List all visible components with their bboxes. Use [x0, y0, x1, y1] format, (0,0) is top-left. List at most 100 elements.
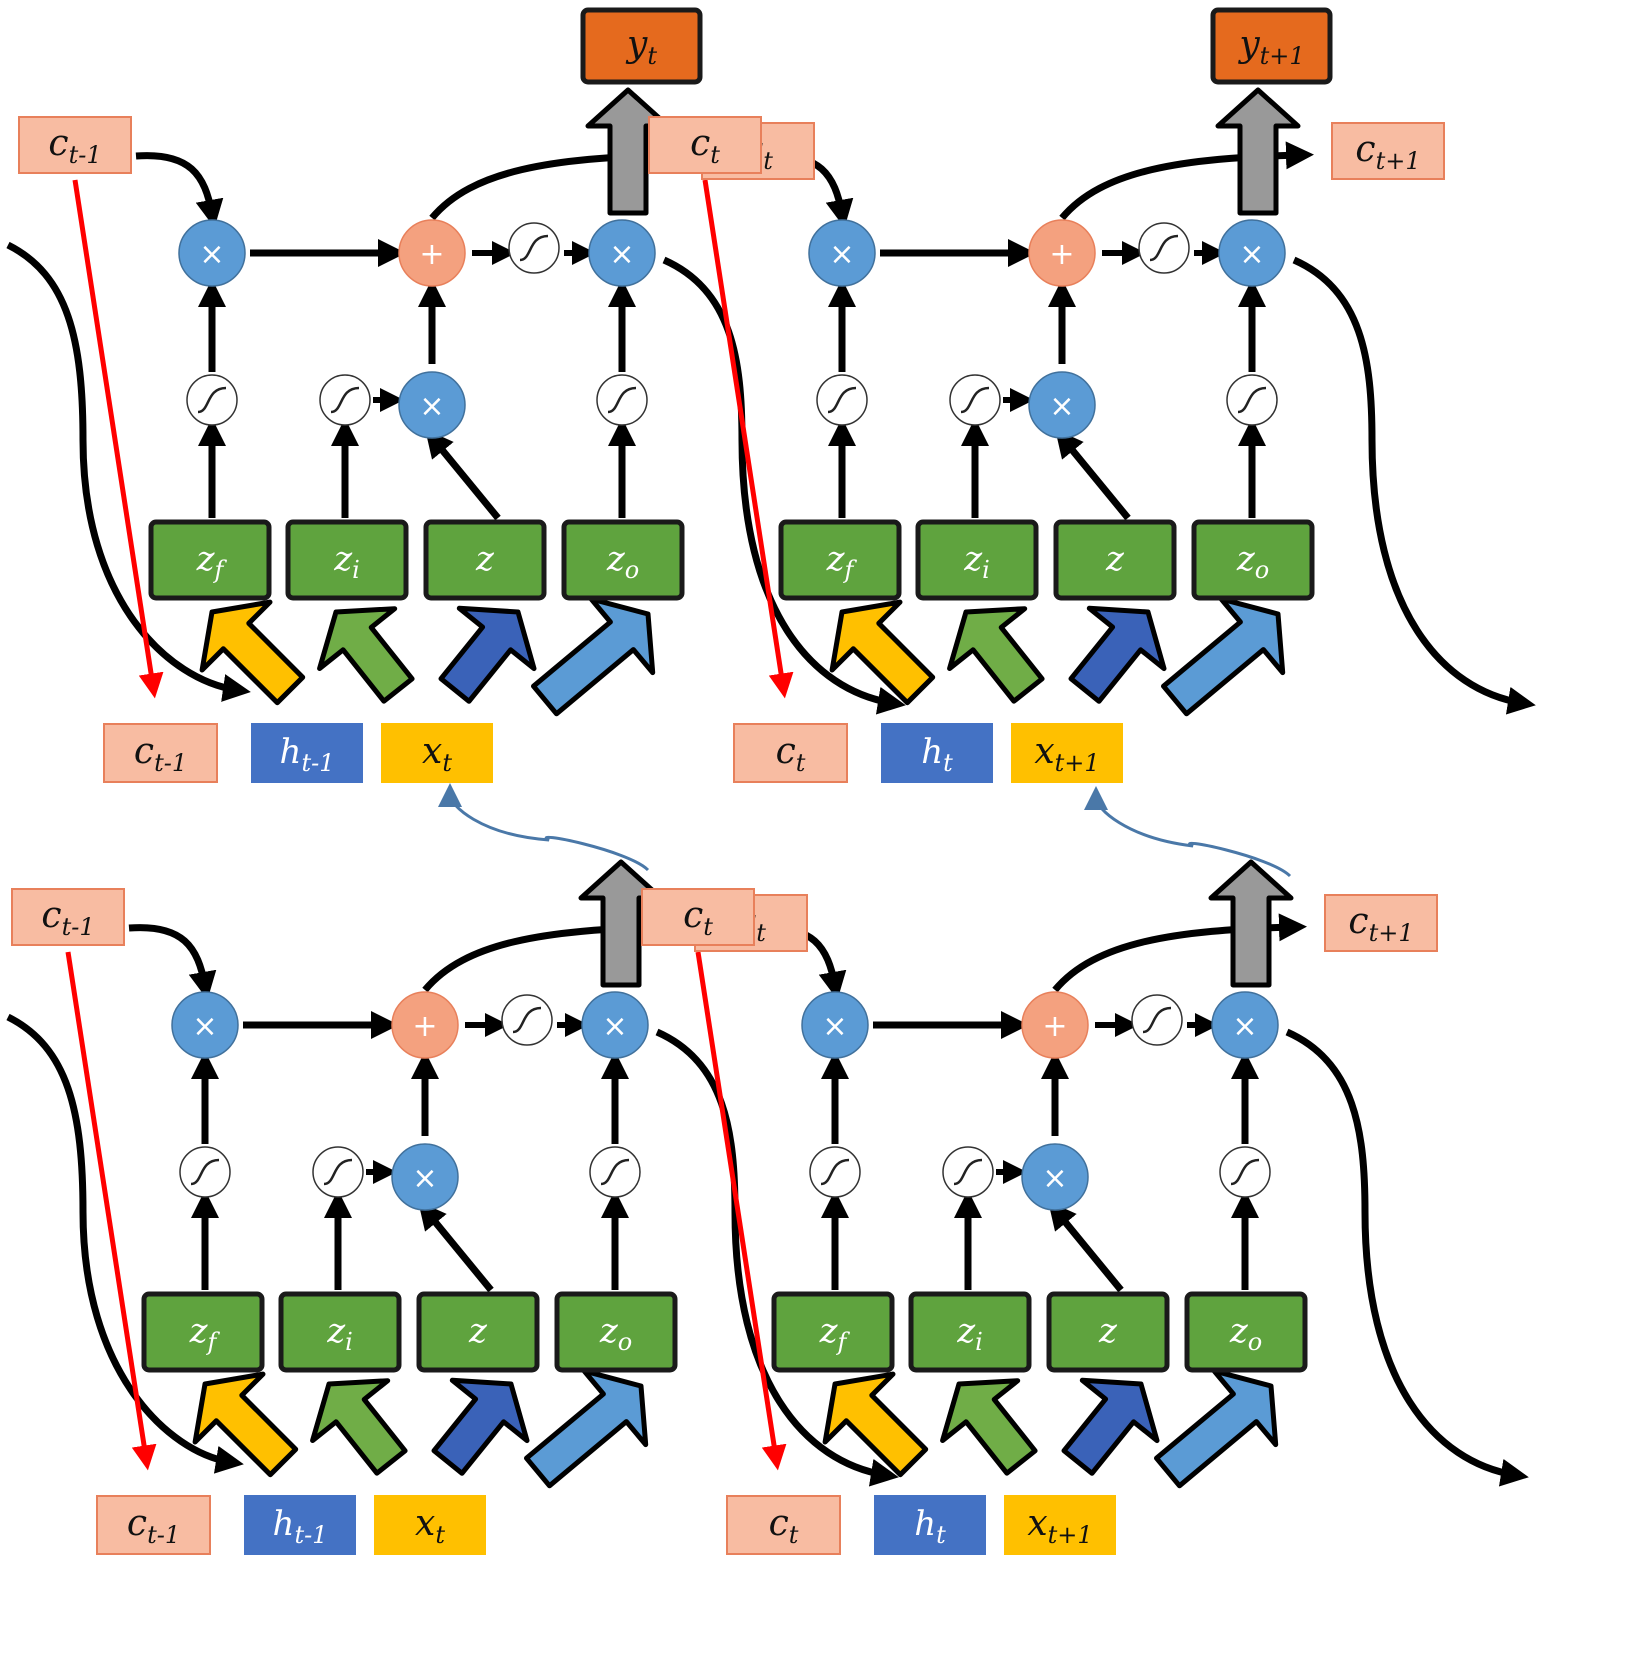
sigmoid-curve: [1230, 1158, 1260, 1186]
sigmoid-curve: [1237, 386, 1267, 414]
sigmoid-icon: [949, 374, 1001, 426]
peephole-arrow: [702, 179, 794, 699]
input-hidden-state-box: ht-1: [251, 723, 363, 783]
sigmoid-curve: [600, 1158, 630, 1186]
label-text: ct+1: [1355, 129, 1420, 175]
input-x-box-rect: [374, 1495, 486, 1555]
op-symbol: ×: [829, 237, 854, 272]
multiply-icon: [1211, 991, 1279, 1059]
gate-box: z: [416, 1291, 540, 1373]
sigmoid-icon: [1226, 374, 1278, 426]
label-text: yt: [625, 24, 657, 70]
gate-box-rect: [771, 1291, 895, 1373]
op-symbol: +: [1049, 237, 1074, 272]
gate-box-rect: [278, 1291, 402, 1373]
op-symbol: ×: [1232, 1009, 1257, 1044]
cell-state-out-box: ct+1: [1324, 894, 1438, 952]
sigmoid-icon: [596, 374, 648, 426]
output-arrow: [1208, 859, 1294, 988]
op-symbol: +: [1042, 1009, 1067, 1044]
cell-state-in-box-rect: [641, 888, 755, 946]
gate-box-rect: [141, 1291, 265, 1373]
input-cell-state-box: ct-1: [96, 1495, 211, 1555]
cell-state-in-box: ct-1: [18, 116, 132, 174]
label-text: ct: [776, 731, 806, 777]
input-cell-state-box: ct: [726, 1495, 841, 1555]
label-text: ct: [690, 123, 720, 169]
input-arrow-candidate: [438, 605, 537, 704]
input-x-box-rect: [1004, 1495, 1116, 1555]
sigmoid-icon: [508, 222, 560, 274]
input-x-box: xt+1: [1004, 1495, 1116, 1555]
output-multiply-node: ×: [1211, 991, 1279, 1059]
hidden-state-out-arrow: [655, 1028, 899, 1487]
multiply-icon: [581, 991, 649, 1059]
gate-box-rect: [908, 1291, 1032, 1373]
gate-box: zo: [554, 1291, 678, 1373]
output-multiply-node: ×: [1218, 219, 1286, 287]
cell-state-in-box: ct-1: [11, 888, 125, 946]
forget-activation-node: [816, 374, 868, 426]
gate-box: zf: [148, 519, 272, 601]
output-y-box: yt+1: [1210, 7, 1333, 85]
cell-activation-node: [501, 994, 553, 1046]
label-text: ct-1: [48, 123, 101, 169]
candidate-to-multiply-arrow: [425, 429, 501, 521]
input-x-box-rect: [381, 723, 493, 783]
sigmoid-curve: [323, 1158, 353, 1186]
cell-state-in-box-rect: [648, 116, 762, 174]
input-hidden-state-box-rect: [244, 1495, 356, 1555]
gate-box-rect: [915, 519, 1039, 601]
label-text: ct-1: [127, 1503, 180, 1549]
forget-activation-node: [179, 1146, 231, 1198]
plus-icon: [398, 219, 466, 287]
gate-box-rect: [1191, 519, 1315, 601]
sigmoid-curve: [512, 1006, 542, 1034]
cell-state-in-box-rect: [11, 888, 125, 946]
input-cell-state-box: ct-1: [103, 723, 218, 783]
output-y-box: yt: [580, 7, 703, 85]
gate-box: zf: [141, 1291, 265, 1373]
input-activation-node: [312, 1146, 364, 1198]
cell-activation-node: [1131, 994, 1183, 1046]
multiply-icon: [808, 219, 876, 287]
label-text: yt+1: [1237, 24, 1304, 70]
input-x-box: xt: [381, 723, 493, 783]
multiply-icon: [588, 219, 656, 287]
sigmoid-curve: [330, 386, 360, 414]
output-activation-node: [589, 1146, 641, 1198]
forget-multiply-node: ×: [178, 219, 246, 287]
op-symbol: ×: [419, 389, 444, 424]
input-arrow-input: [940, 1378, 1038, 1476]
input-activation-node: [319, 374, 371, 426]
cell-state-to-forget-arrow: [128, 924, 217, 1000]
cell-add-node: +: [1028, 219, 1096, 287]
input-cell-state-box-rect: [726, 1495, 841, 1555]
input-x-box-rect: [1011, 723, 1123, 783]
input-multiply-node: ×: [398, 371, 466, 439]
input-arrow-forget: [829, 599, 936, 706]
label-text: zi: [963, 539, 990, 584]
input-arrow-output: [1154, 1368, 1279, 1489]
label-text: ht-1: [280, 732, 335, 777]
candidate-to-multiply-arrow: [1048, 1201, 1124, 1293]
op-symbol: ×: [199, 237, 224, 272]
op-symbol: ×: [1042, 1161, 1067, 1196]
sigmoid-icon: [319, 374, 371, 426]
label-text: zi: [326, 1311, 353, 1356]
label-text: zo: [1236, 539, 1269, 584]
sigmoid-icon: [1131, 994, 1183, 1046]
sigmoid-icon: [942, 1146, 994, 1198]
input-multiply-node: ×: [1028, 371, 1096, 439]
label-text: z: [1105, 539, 1125, 579]
hidden-state-out-arrow: [1285, 1028, 1529, 1487]
gate-box: zo: [1191, 519, 1315, 601]
gate-box: zf: [771, 1291, 895, 1373]
multiply-icon: [391, 1143, 459, 1211]
sigmoid-icon: [501, 994, 553, 1046]
input-hidden-state-box-rect: [881, 723, 993, 783]
label-text: z: [1098, 1311, 1118, 1351]
multiply-icon: [801, 991, 869, 1059]
output-activation-node: [1219, 1146, 1271, 1198]
